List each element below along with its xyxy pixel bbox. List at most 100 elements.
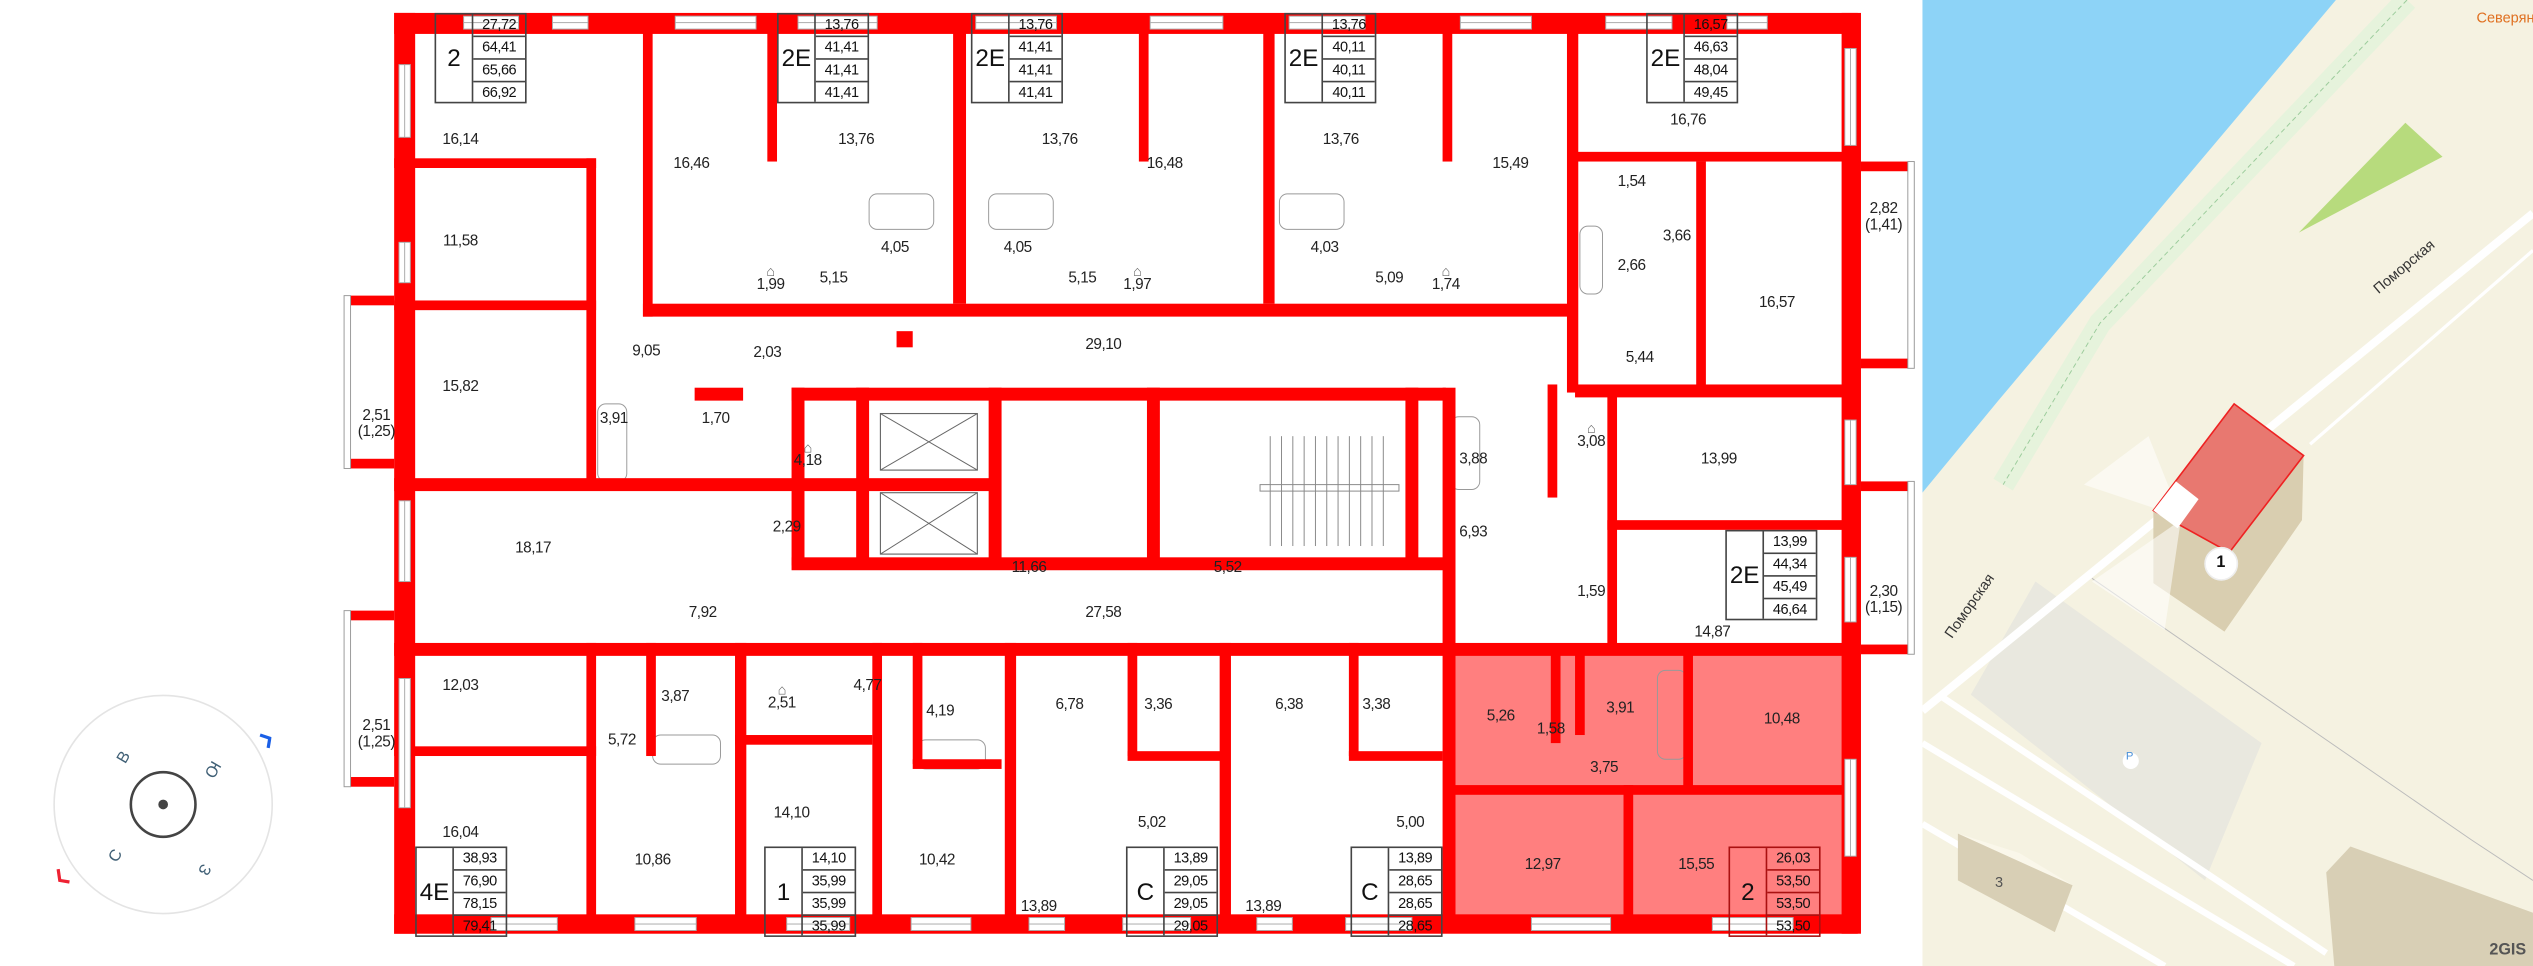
apartment-area-value: 53,50	[1776, 917, 1811, 934]
room-area-value: 5,15	[1068, 269, 1097, 288]
room-area-value: 15,49	[1492, 155, 1529, 173]
room-area-value: 14,10	[773, 804, 810, 823]
apartment-area-value: 26,03	[1767, 848, 1819, 871]
wall	[394, 158, 597, 169]
apartment-type: 2	[436, 14, 474, 102]
apartment-type: 2E	[1648, 14, 1685, 102]
room-area-label: 10,42	[919, 852, 955, 869]
room-area-label: 2,29	[772, 518, 801, 537]
apartment-area-value: 40,11	[1323, 37, 1375, 60]
apartment-area-value: 28,65	[1389, 893, 1441, 916]
apartment-area-value: 79,41	[462, 917, 497, 934]
room-area-label: 13,89	[1021, 899, 1057, 916]
wall	[586, 158, 597, 490]
compass-widget[interactable]: С В Ю З	[53, 694, 274, 915]
room-area-label: ⌂2,51	[768, 683, 796, 712]
wardrobe-hanger-icon: ⌂	[1587, 420, 1596, 437]
room-area-value: 6,93	[1459, 523, 1488, 542]
apartment-area-value: 41,41	[1018, 84, 1053, 101]
room-area-value: 13,89	[1245, 898, 1282, 916]
apartment-area-value: 41,41	[1009, 60, 1062, 83]
building-marker[interactable]	[2204, 546, 2239, 581]
poi-label[interactable]: Северян	[2476, 9, 2533, 26]
apartment-area-value: 13,76	[815, 15, 868, 38]
apartment-type: 2E	[779, 14, 816, 102]
room-area-label: 16,04	[442, 825, 478, 841]
room-area-label: 4,19	[926, 704, 954, 720]
room-area-value: 4,18	[793, 452, 822, 471]
elevator-shaft-icon	[879, 492, 978, 555]
wall	[1696, 161, 1706, 391]
room-area-value: 9,05	[632, 342, 661, 361]
wall	[646, 642, 656, 757]
apartment-area-value: 76,90	[453, 871, 506, 894]
room-area-value: 15,55	[1678, 856, 1715, 874]
wall	[394, 478, 1000, 492]
room-area-value: 3,88	[1459, 450, 1488, 469]
bathtub-icon	[652, 734, 721, 765]
wall	[1004, 642, 1017, 926]
apartment-type: 2E	[972, 14, 1010, 102]
room-area-value: 12,03	[442, 676, 479, 695]
wardrobe-hanger-icon: ⌂	[1441, 263, 1451, 280]
room-area-value: 4,19	[926, 702, 955, 721]
room-area-label: ⌂1,97	[1123, 264, 1151, 294]
room-area-label: 1,58	[1537, 721, 1565, 738]
apartment-area-value: 48,04	[1684, 60, 1737, 83]
wardrobe-hanger-icon: ⌂	[766, 263, 775, 280]
location-map[interactable]	[1922, 0, 2533, 966]
room-area-label: 14,87	[1694, 623, 1731, 642]
wall	[988, 387, 1002, 566]
balcony-wall	[344, 777, 395, 787]
room-area-value: 16,46	[673, 155, 710, 173]
apartment-area-value: 46,63	[1684, 37, 1737, 60]
room-area-value: 5,26	[1486, 707, 1515, 726]
wall	[912, 759, 1002, 769]
wall	[953, 29, 967, 304]
room-area-value: 13,76	[838, 130, 875, 149]
wall	[1405, 387, 1419, 566]
room-area-label: 1,59	[1577, 584, 1605, 601]
room-area-value: 3,87	[661, 688, 690, 706]
room-area-label: 3,87	[661, 688, 690, 706]
room-area-label: 16,48	[1147, 156, 1183, 173]
balcony-area-label: 2,51(1,25)	[357, 408, 396, 442]
room-area-label: 6,38	[1275, 697, 1303, 714]
bathtub-icon	[1278, 193, 1345, 230]
map-attribution-logo[interactable]: 2GIS	[2489, 941, 2527, 960]
room-area-value: 3,38	[1362, 696, 1391, 715]
room-area-value: 14,87	[1694, 623, 1731, 642]
building-number-label: 3	[1995, 873, 2004, 891]
room-area-value: 2,03	[753, 344, 782, 362]
balcony-reduced-area: (1,15)	[1864, 599, 1903, 618]
balcony-wall	[344, 610, 395, 621]
apartment-area-value: 53,50	[1767, 871, 1819, 894]
windows	[398, 15, 1857, 931]
building-marker-label[interactable]: 1	[2216, 554, 2226, 572]
wall	[735, 735, 873, 745]
wall	[1442, 642, 1456, 926]
wall	[1575, 151, 1850, 162]
room-area-value: 1,54	[1617, 172, 1646, 191]
room-area-value: 5,02	[1137, 814, 1166, 832]
room-area-label: 15,82	[442, 379, 478, 396]
room-area-value: 2,29	[772, 518, 801, 537]
apartment-area-value: 14,10	[802, 848, 855, 871]
room-area-value: 5,72	[607, 731, 636, 750]
wall	[1623, 785, 1634, 923]
balcony-railing	[343, 295, 352, 469]
parking-icon: P	[2125, 751, 2134, 763]
balcony-reduced-area: (1,25)	[357, 423, 396, 442]
balcony-railing	[343, 610, 352, 788]
